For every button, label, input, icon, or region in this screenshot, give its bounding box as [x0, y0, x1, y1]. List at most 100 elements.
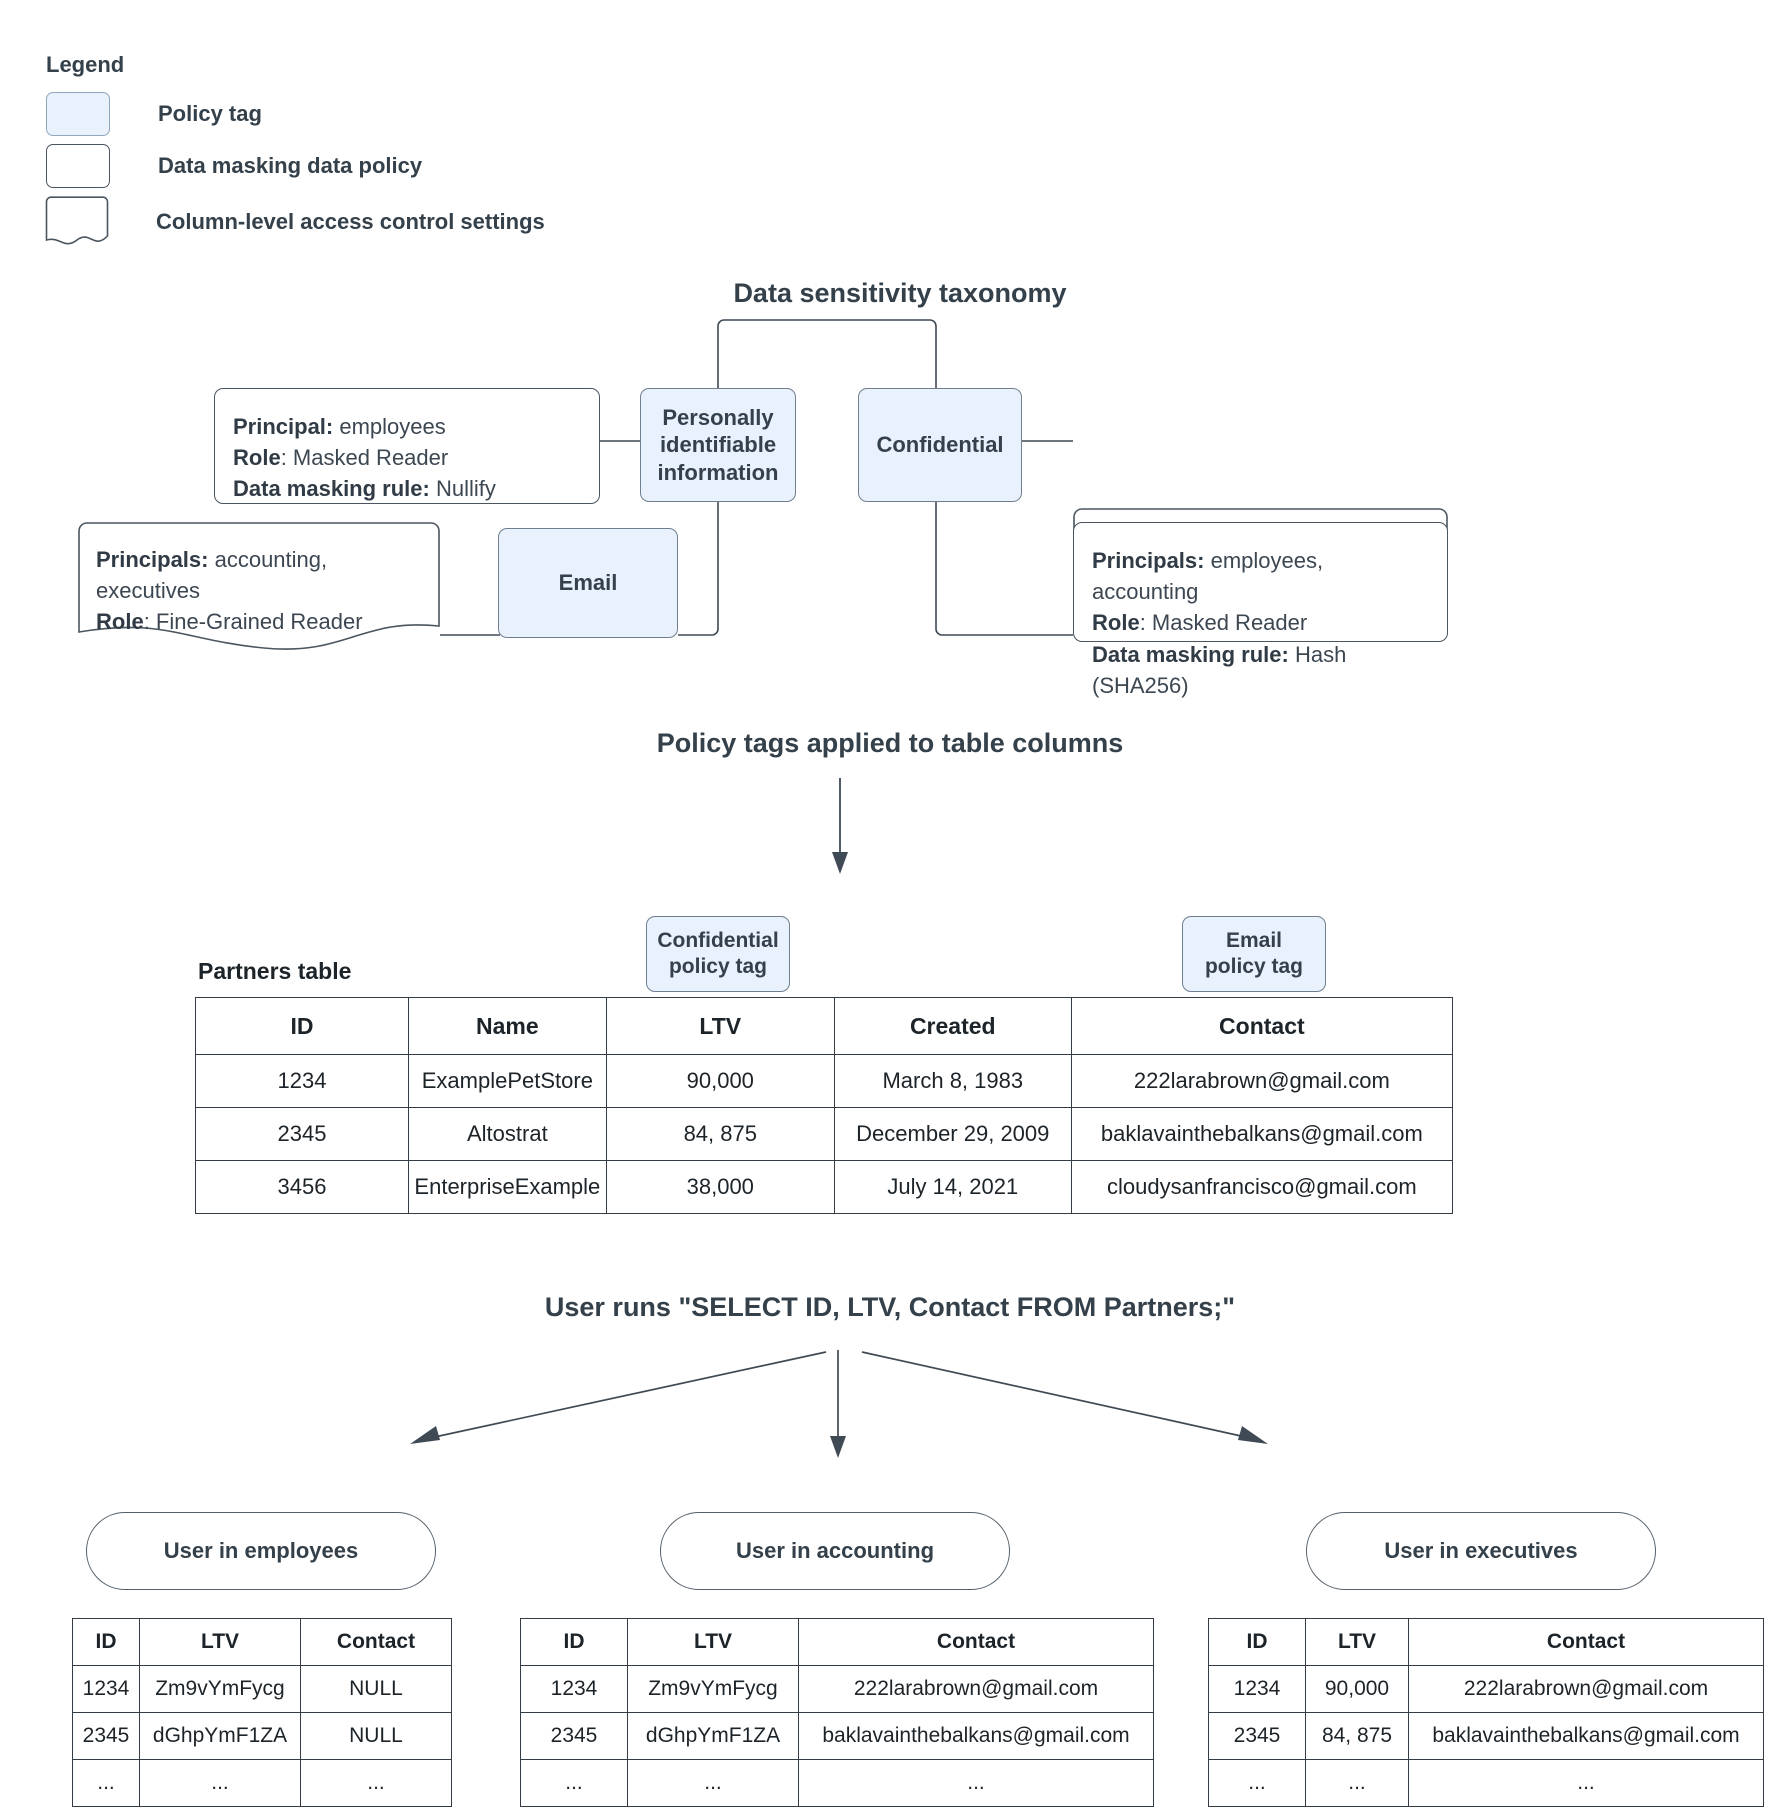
cell-ltv: dGhpYmF1ZA [139, 1712, 301, 1760]
cell-id: 2345 [195, 1107, 409, 1161]
cell-contact: 222larabrown@gmail.com [798, 1665, 1154, 1713]
result-table-accounting: ID LTV Contact 1234 Zm9vYmFycg 222larabr… [520, 1618, 1154, 1807]
partners-table-wrap: ID Name LTV Created Contact 1234 Example… [195, 997, 1454, 1214]
cell-ltv: 84, 875 [605, 1107, 835, 1161]
table-header-row: ID LTV Contact [1208, 1618, 1764, 1666]
cell-contact: NULL [300, 1665, 452, 1713]
column-header-created: Created [833, 997, 1072, 1055]
persona-pill-accounting[interactable]: User in accounting [660, 1512, 1010, 1590]
legend-item-data-masking: Data masking data policy [46, 144, 666, 188]
column-header-id: ID [1208, 1618, 1306, 1666]
cell-contact: baklavainthebalkans@gmail.com [798, 1712, 1154, 1760]
query-branch-arrows [410, 1350, 1268, 1458]
cell-id: ... [520, 1759, 628, 1807]
policy-tag-pii[interactable]: Personally identifiable information [640, 388, 796, 502]
column-header-contact: Contact [1070, 997, 1454, 1055]
applied-arrow [832, 778, 848, 874]
cell-ltv: dGhpYmF1ZA [627, 1712, 799, 1760]
persona-label: User in accounting [735, 1538, 935, 1563]
cell-ltv: 38,000 [605, 1160, 835, 1214]
table-header-row: ID LTV Contact [520, 1618, 1154, 1666]
cell-ltv: 90,000 [605, 1054, 835, 1108]
legend: Legend Policy tag Data masking data poli… [45, 52, 666, 248]
table-row: 2345 Altostrat 84, 875 December 29, 2009… [195, 1107, 1454, 1161]
confidential-policy-line-1: Principals: employees, accounting [1092, 548, 1324, 605]
column-access-swatch-icon [45, 196, 109, 248]
result-table-executives-wrap: ID LTV Contact 1234 90,000 222larabrown@… [1208, 1618, 1764, 1807]
legend-item-label: Policy tag [158, 101, 262, 126]
table-header-row: ID LTV Contact [72, 1618, 452, 1666]
table-row: 2345 dGhpYmF1ZA NULL [72, 1712, 452, 1760]
column-header-contact: Contact [300, 1618, 452, 1666]
legend-item-label: Data masking data policy [158, 153, 423, 178]
result-table-employees-wrap: ID LTV Contact 1234 Zm9vYmFycg NULL 2345… [72, 1618, 452, 1807]
cell-contact: baklavainthebalkans@gmail.com [1070, 1107, 1454, 1161]
policy-tag-swatch-icon [46, 92, 110, 136]
pii-policy-line-1: Principal: employees [233, 414, 446, 439]
column-header-id: ID [520, 1618, 628, 1666]
cell-name: ExamplePetStore [408, 1054, 607, 1108]
pii-data-masking-policy: Principal: employees Role: Masked Reader… [214, 388, 600, 504]
table-header-row: ID Name LTV Created Contact [195, 997, 1454, 1055]
email-column-access-settings: Principals: accounting, executives Role:… [78, 522, 440, 650]
cell-ltv: ... [1305, 1759, 1409, 1807]
policy-tag-confidential[interactable]: Confidential [858, 388, 1022, 502]
policy-tag-email[interactable]: Email [498, 528, 678, 638]
column-header-ltv: LTV [627, 1618, 799, 1666]
column-tag-confidential-line1: Confidential [657, 928, 779, 952]
cell-contact: 222larabrown@gmail.com [1408, 1665, 1764, 1713]
result-table-accounting-wrap: ID LTV Contact 1234 Zm9vYmFycg 222larabr… [520, 1618, 1154, 1807]
cell-contact: cloudysanfrancisco@gmail.com [1070, 1160, 1454, 1214]
column-header-ltv: LTV [1305, 1618, 1409, 1666]
cell-id: ... [72, 1759, 140, 1807]
column-tag-confidential-line2: policy tag [668, 955, 768, 978]
column-header-id: ID [195, 997, 409, 1055]
applied-title: Policy tags applied to table columns [656, 728, 1124, 758]
cell-created: July 14, 2021 [833, 1160, 1072, 1214]
column-tag-email-line2: policy tag [1204, 955, 1304, 978]
cell-ltv: ... [627, 1759, 799, 1807]
cell-id: 1234 [72, 1665, 140, 1713]
cell-created: December 29, 2009 [833, 1107, 1072, 1161]
column-tag-confidential[interactable]: Confidential policy tag [646, 916, 790, 992]
table-row: ... ... ... [1208, 1759, 1764, 1807]
confidential-policy-line-3: Data masking rule: Hash (SHA256) [1092, 641, 1347, 698]
policy-tag-confidential-label: Confidential [876, 432, 1004, 458]
result-table-executives: ID LTV Contact 1234 90,000 222larabrown@… [1208, 1618, 1764, 1807]
result-table-employees: ID LTV Contact 1234 Zm9vYmFycg NULL 2345… [72, 1618, 452, 1807]
table-row: 1234 Zm9vYmFycg NULL [72, 1665, 452, 1713]
policy-tag-pii-label: Personally identifiable information [657, 404, 779, 485]
email-access-text: Principals: accounting, executives Role:… [78, 522, 440, 638]
persona-pill-employees[interactable]: User in employees [86, 1512, 436, 1590]
cell-id: ... [1208, 1759, 1306, 1807]
table-row: 2345 dGhpYmF1ZA baklavainthebalkans@gmai… [520, 1712, 1154, 1760]
policy-tag-email-label: Email [558, 570, 618, 596]
cell-id: 1234 [520, 1665, 628, 1713]
cell-id: 2345 [72, 1712, 140, 1760]
table-row: 3456 EnterpriseExample 38,000 July 14, 2… [195, 1160, 1454, 1214]
cell-id: 1234 [195, 1054, 409, 1108]
cell-ltv: Zm9vYmFycg [139, 1665, 301, 1713]
taxonomy-connectors [440, 319, 1073, 636]
legend-title: Legend [46, 52, 125, 77]
cell-contact: ... [1408, 1759, 1764, 1807]
confidential-policy-line-2: Role: Masked Reader [1092, 610, 1308, 636]
table-row: 2345 84, 875 baklavainthebalkans@gmail.c… [1208, 1712, 1764, 1760]
pii-policy-line-3: Data masking rule: Nullify [233, 476, 496, 502]
cell-ltv: Zm9vYmFycg [627, 1665, 799, 1713]
table-row: 1234 90,000 222larabrown@gmail.com [1208, 1665, 1764, 1713]
persona-label: User in executives [1384, 1538, 1578, 1563]
cell-contact: NULL [300, 1712, 452, 1760]
table-row: ... ... ... [520, 1759, 1154, 1807]
cell-contact: ... [798, 1759, 1154, 1807]
confidential-data-masking-policy: Principals: employees, accounting Role: … [1073, 522, 1448, 698]
cell-id: 1234 [1208, 1665, 1306, 1713]
cell-name: EnterpriseExample [408, 1160, 607, 1214]
taxonomy-title: Data sensitivity taxonomy [733, 278, 1067, 308]
column-tag-email[interactable]: Email policy tag [1182, 916, 1326, 992]
cell-contact: baklavainthebalkans@gmail.com [1408, 1712, 1764, 1760]
persona-pill-executives[interactable]: User in executives [1306, 1512, 1656, 1590]
cell-id: 3456 [195, 1160, 409, 1214]
email-access-line-2: Role: Fine-Grained Reader [96, 609, 363, 635]
column-header-ltv: LTV [605, 997, 835, 1055]
